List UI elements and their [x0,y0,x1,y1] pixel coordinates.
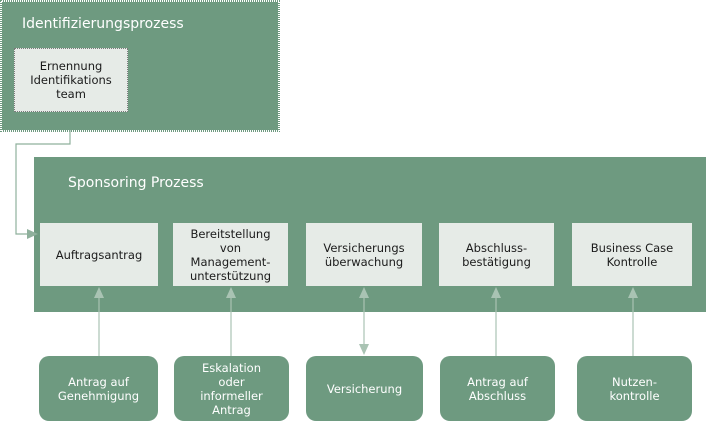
arrowhead-2 [226,287,236,298]
step-insurance-monitoring: Versicherungs überwachung [306,223,422,286]
step-auftragsantrag: Auftragsantrag [40,223,158,286]
step-business-case-control: Business Case Kontrolle [572,223,692,286]
identification-process-title: Identifizierungsprozess [22,16,184,32]
input-benefit-control: Nutzen- kontrolle [577,356,692,421]
arrowhead-1 [94,287,104,298]
arrowhead-3-up [359,287,369,298]
elbow-connector [15,130,71,235]
input-approval-request: Antrag auf Genehmigung [39,356,158,421]
step-management-support: Bereitstellung von Management- unterstüt… [173,223,288,286]
input-closing-request: Antrag auf Abschluss [440,356,555,421]
input-insurance: Versicherung [306,356,423,421]
arrowhead-5 [628,287,638,298]
step-closing-confirmation: Abschluss- bestätigung [439,223,554,286]
arrowhead-3-down [359,344,369,355]
sponsoring-process-title: Sponsoring Prozess [68,175,204,191]
arrowhead-to-auftragsantrag [27,229,38,239]
identification-team-box: Ernennung Identifikations team [14,48,128,112]
arrowhead-4 [491,287,501,298]
input-escalation-request: Eskalation oder informeller Antrag [174,356,289,421]
